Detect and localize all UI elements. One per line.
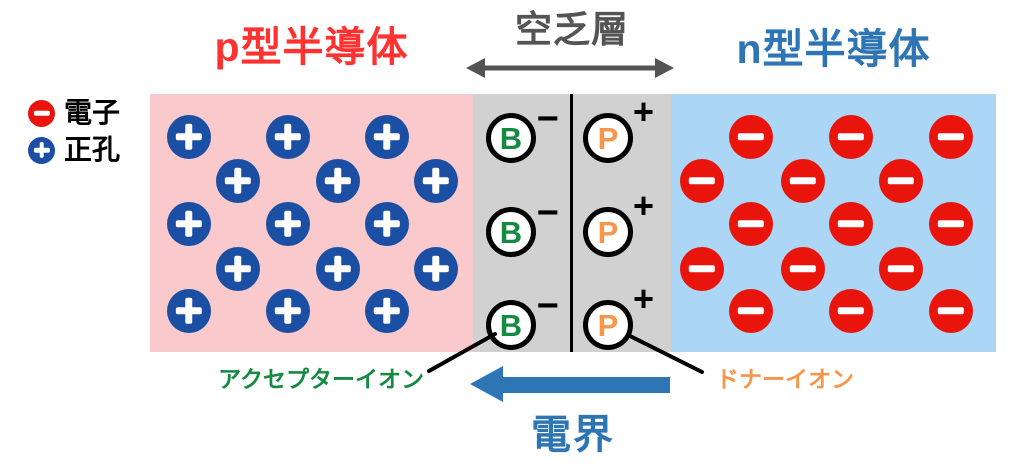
legend-item: 電子 <box>28 99 120 127</box>
junction-line <box>570 94 573 352</box>
hole-particle <box>266 202 310 246</box>
electron-particle <box>829 115 873 159</box>
hole-particle <box>316 247 360 291</box>
ion-charge-sign: + <box>632 91 654 132</box>
electron-icon <box>28 99 55 127</box>
ion-charge-sign: − <box>536 192 559 234</box>
ion-letter: P <box>597 214 619 250</box>
electron-particle <box>929 289 973 333</box>
hole-particle <box>414 159 458 203</box>
electron-particle <box>929 115 973 159</box>
ion-letter: B <box>499 214 523 250</box>
hole-particle <box>216 159 260 203</box>
hole-particle <box>216 247 260 291</box>
electron-particle <box>829 289 873 333</box>
electric-field-label: 電界 <box>531 413 615 457</box>
legend-item: 正孔 <box>28 136 120 164</box>
ion-letter: P <box>597 307 619 343</box>
hole-particle <box>266 115 310 159</box>
electron-particle <box>781 159 825 203</box>
ion-letter: B <box>499 307 523 343</box>
depletion-title: 空乏層 <box>515 9 629 50</box>
n-region-title: n型半導体 <box>736 26 931 72</box>
hole-particle <box>365 115 409 159</box>
electron-particle <box>680 159 724 203</box>
acceptor-ion: B− <box>486 194 559 257</box>
hole-particle <box>167 115 211 159</box>
hole-icon <box>28 136 55 164</box>
electron-particle <box>729 202 773 246</box>
hole-particle <box>414 247 458 291</box>
hole-particle <box>316 159 360 203</box>
acceptor-ion-label: アクセプターイオン <box>218 366 424 392</box>
electron-particle <box>729 289 773 333</box>
hole-particle <box>365 202 409 246</box>
acceptor-ion: B− <box>486 100 559 163</box>
electron-particle <box>729 115 773 159</box>
ion-charge-sign: + <box>632 278 654 319</box>
donor-ion: P+ <box>583 188 654 257</box>
hole-particle <box>167 289 211 333</box>
donor-ion-label: ドナーイオン <box>716 366 854 392</box>
electron-particle <box>929 202 973 246</box>
ion-charge-sign: − <box>536 285 559 327</box>
electron-particle <box>781 247 825 291</box>
legend-item-label: 正孔 <box>64 134 121 165</box>
electron-particle <box>879 247 923 291</box>
ion-letter: P <box>597 120 619 156</box>
legend-item-label: 電子 <box>64 97 121 128</box>
electron-particle <box>829 202 873 246</box>
electron-particle <box>879 159 923 203</box>
p-region-title: p型半導体 <box>214 24 409 70</box>
acceptor-ion: B− <box>486 287 559 350</box>
donor-ion: P+ <box>583 281 654 350</box>
hole-particle <box>365 289 409 333</box>
hole-particle <box>266 289 310 333</box>
donor-ion: P+ <box>583 94 654 163</box>
legend: 電子正孔 <box>28 99 120 173</box>
ion-charge-sign: + <box>632 185 654 226</box>
ion-letter: B <box>499 120 523 156</box>
hole-particle <box>167 202 211 246</box>
ion-charge-sign: − <box>536 98 559 140</box>
electron-particle <box>680 247 724 291</box>
